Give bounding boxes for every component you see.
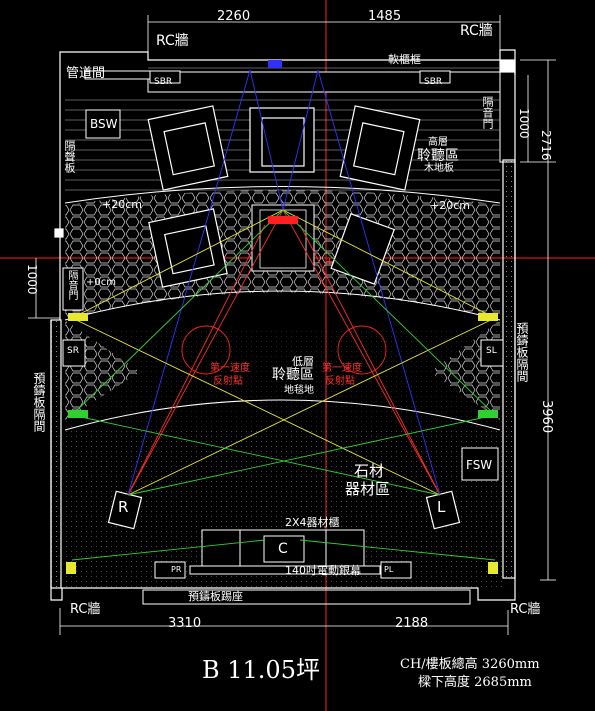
sl-label: SL [486, 346, 497, 356]
reflection-right-2: 反射點 [325, 376, 355, 387]
rc-wall-bottom-left: RC牆 [70, 602, 101, 617]
carpet-label: 地毯地 [284, 385, 314, 396]
soft-cabinet-label: 軟櫃框 [388, 53, 421, 66]
dim-bottom-left: 3310 [168, 616, 202, 631]
dim-top-left: 2260 [217, 9, 251, 24]
low-area-title: 低層 [292, 355, 314, 368]
dim-right-total: 2716 [539, 130, 553, 161]
room-title: B 11.05坪 [202, 656, 320, 684]
dim-bottom-right: 2188 [395, 616, 429, 631]
pl-label: PL [384, 565, 394, 574]
reflection-left-2: 反射點 [213, 376, 243, 387]
equipment-area-label: 器材區 [345, 480, 391, 498]
equipment-boxes [62, 70, 504, 579]
listening-high-label: 聆聽區 [417, 148, 459, 164]
plus20-left: +20cm [102, 198, 142, 211]
rc-wall-top-right: RC牆 [460, 23, 493, 39]
surround-markers [66, 60, 498, 574]
equipment-rack [189, 529, 381, 575]
sbr-right-label: SBR [424, 77, 443, 87]
center-table [251, 204, 315, 272]
beam-height: 樑下高度 2685mm [418, 675, 532, 690]
rc-wall-top-left: RC牆 [156, 33, 189, 49]
pr-label: PR [171, 565, 182, 574]
center-speaker-label: C [278, 541, 288, 557]
absorb-right-label: 預鑄板隔間 [515, 322, 529, 382]
rc-wall-bottom-right: RC牆 [510, 602, 541, 617]
dim-right-small: 1000 [517, 108, 531, 139]
soundproof-door-left: 隔音門 [66, 270, 77, 300]
speaker-r-label: R [118, 498, 129, 516]
reflection-left-1: 第一速度 [210, 363, 250, 374]
plus20-right: +20cm [430, 199, 470, 212]
screen-label: 140吋電動銀幕 [285, 564, 361, 577]
rack-label: 2X4器材櫃 [285, 516, 340, 529]
ceiling-height: CH/樓板總高 3260mm [400, 657, 540, 672]
dim-right-lower: 3960 [539, 400, 554, 434]
listening-low-label: 聆聽區 [272, 367, 314, 383]
walls [50, 49, 516, 605]
plus-mark: + [325, 255, 335, 268]
dimension-lines [28, 15, 556, 635]
acoustic-left-top: 隔聲板 [63, 140, 76, 173]
soundproof-door-right: 隔音門 [481, 96, 494, 129]
baseboard-label: 預鑄板踢座 [188, 590, 243, 603]
plus10-left: +0cm [86, 277, 116, 288]
wood-board-label: 木地板 [424, 163, 454, 174]
dim-left-small: 1000 [25, 264, 39, 295]
sr-label: SR [67, 346, 79, 356]
high-area-title: 高層 [428, 137, 448, 148]
sofas [147, 105, 421, 288]
stone-label: 石材 [354, 462, 385, 480]
fsw-label: FSW [466, 458, 493, 472]
sbr-left-label: SBR [154, 77, 173, 87]
absorb-left-label: 預鑄板隔間 [32, 372, 46, 432]
speaker-l-label: L [437, 498, 446, 516]
reflection-right-1: 第一速度 [322, 363, 362, 374]
sightlines [71, 69, 496, 561]
pipe-room-label: 管道間 [66, 66, 106, 81]
dim-top-right: 1485 [368, 9, 402, 24]
speakers [107, 490, 461, 530]
bsw-label: BSW [90, 117, 118, 131]
